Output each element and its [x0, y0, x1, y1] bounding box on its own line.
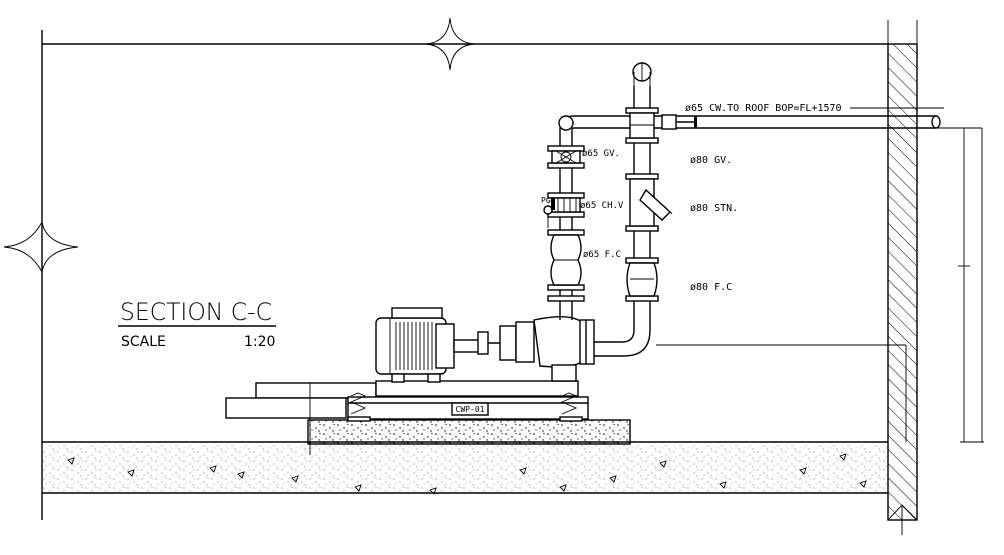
section-title-block: SECTION C-C SCALE 1:20: [118, 298, 276, 350]
flex-connector-65: [550, 234, 582, 286]
annotations: ø65 CW.TO ROOF BOP=FL+1570 ø65 GV. ø65 C…: [580, 103, 842, 293]
flex-connector-80: [626, 262, 658, 297]
label-fc-65: ø65 F.C: [583, 250, 621, 260]
check-valve-65: [551, 197, 581, 213]
vibration-isolators: [347, 392, 583, 422]
pump-casing: [515, 315, 595, 382]
label-gv-80: ø80 GV.: [690, 155, 732, 166]
pump-tag: CWP-01: [456, 405, 485, 414]
dimension-lines: [656, 107, 984, 443]
hatched-wall: [887, 20, 918, 535]
scale-label: SCALE: [121, 334, 166, 350]
pump-baseframe: CWP-01: [225, 380, 589, 455]
break-symbol-left: [3, 221, 79, 273]
concrete-plinth: [307, 419, 631, 445]
gate-valve-65: [551, 150, 581, 164]
pg-label: PG: [541, 196, 551, 205]
coupling: [477, 325, 517, 361]
label-chv-65: ø65 CH.V: [580, 201, 624, 211]
motor: [375, 307, 481, 383]
label-fc-80: ø80 F.C: [690, 282, 732, 293]
strainer-80: [629, 178, 673, 227]
label-gv-65: ø65 GV.: [582, 149, 620, 159]
label-roof-line: ø65 CW.TO ROOF BOP=FL+1570: [685, 103, 842, 114]
section-title: SECTION C-C: [120, 298, 272, 326]
label-stn-80: ø80 STN.: [690, 203, 738, 214]
flanges-65: [547, 145, 585, 302]
header-pipe: [574, 115, 941, 129]
break-symbol-top: [425, 17, 475, 71]
scale-value: 1:20: [244, 334, 275, 350]
floor-slab: [42, 444, 888, 495]
gate-valve-80: [629, 112, 697, 139]
pressure-gauge: PG: [541, 196, 555, 228]
